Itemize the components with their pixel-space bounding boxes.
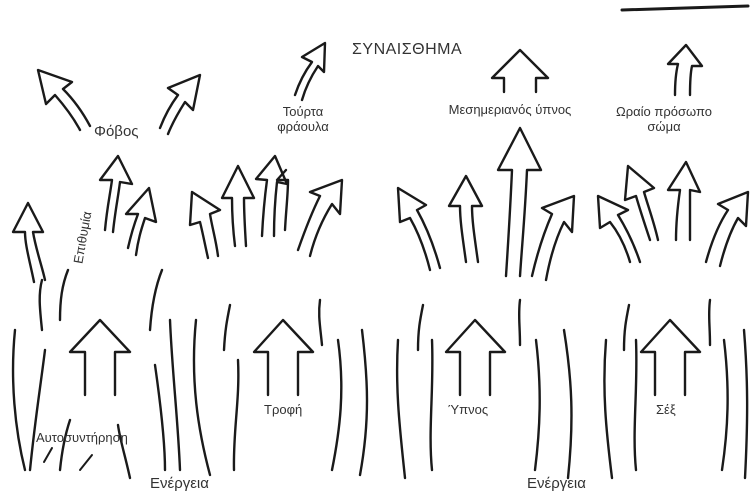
label-afternoon-nap: Μεσημεριανός ύπνος xyxy=(445,102,575,117)
column-3-base-arrow xyxy=(446,320,505,395)
label-sex: Σέξ xyxy=(656,402,676,417)
column-3-flow xyxy=(397,300,571,478)
label-self-preservation: Αυτοσυντήρηση xyxy=(36,430,128,445)
label-food: Τροφή xyxy=(264,402,302,417)
label-energy-right: Ενέργεια xyxy=(527,476,586,491)
label-energy-left: Ενέργεια xyxy=(150,476,209,491)
label-strawberry-cake: Τούρτα φράουλα xyxy=(260,104,346,134)
column-1-flow xyxy=(13,270,180,478)
label-fear: Φόβος xyxy=(94,124,139,139)
label-beautiful-face-body: Ωραίο πρόσωπο σώμα xyxy=(598,104,730,134)
column-2-flow xyxy=(194,300,367,475)
column-2-base-arrow xyxy=(254,320,313,395)
column-1-base-arrow xyxy=(70,320,130,395)
label-sleep: Ύπνος xyxy=(448,402,488,417)
emotion-title: ΣΥΝΑΙΣΘΗΜΑ xyxy=(352,42,462,57)
column-4-base-arrow xyxy=(641,320,700,395)
